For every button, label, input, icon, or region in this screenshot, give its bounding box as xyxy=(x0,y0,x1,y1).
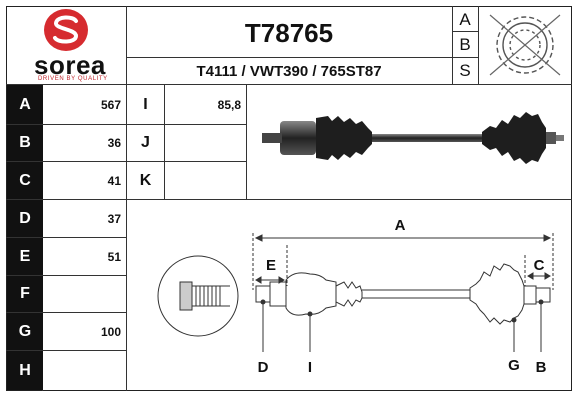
abs-letter-s: S xyxy=(459,61,471,80)
spec-value-d: 37 xyxy=(107,211,121,226)
spec-label-f: F xyxy=(7,276,43,312)
drive-shaft-photo xyxy=(262,112,564,164)
spec-label-k: K xyxy=(139,171,152,189)
spec-value-b: 36 xyxy=(107,136,121,150)
no-abs-ring-icon xyxy=(489,14,561,76)
spec-value-a: 567 xyxy=(100,97,121,112)
spec-label-e: E xyxy=(7,238,43,275)
part-number: T78765 xyxy=(244,18,334,48)
spec-label-g: G xyxy=(7,313,43,350)
brand-name: sorea xyxy=(34,50,106,80)
spec-value-j xyxy=(165,125,246,161)
spec-label-d: D xyxy=(7,200,43,237)
spec-value-f xyxy=(43,276,126,312)
drive-shaft-diagram: A E C D I G B xyxy=(157,217,554,376)
spec-value-i: 85,8 xyxy=(217,97,241,112)
diagram-label-a: A xyxy=(395,217,406,234)
spec-sheet xyxy=(6,6,572,391)
cross-references: T4111 / VWT390 / 765ST87 xyxy=(196,63,382,80)
brand-logo: sorea DRIVEN BY QUALITY xyxy=(6,6,126,84)
spec-value-c: 41 xyxy=(107,173,121,188)
spec-value-k xyxy=(165,162,246,199)
spec-label-c: C xyxy=(7,162,43,199)
abs-letter-b: B xyxy=(459,35,471,54)
brand-tagline: DRIVEN BY QUALITY xyxy=(38,76,108,82)
spec-label-j: J xyxy=(141,134,150,151)
spec-label-i: I xyxy=(143,95,148,113)
sorea-logo-icon xyxy=(44,9,88,51)
diagram-label-i: I xyxy=(308,359,312,376)
spec-label-b: B xyxy=(7,125,43,161)
diagram-label-c: C xyxy=(534,257,545,274)
diagram-label-d: D xyxy=(258,359,269,376)
diagram-label-e: E xyxy=(266,257,276,274)
diagram-label-b: B xyxy=(536,359,547,376)
diagram-label-g: G xyxy=(508,357,520,374)
spec-value-h xyxy=(43,351,126,390)
abs-letter-a: A xyxy=(459,10,471,29)
spec-label-a: A xyxy=(7,85,43,124)
spec-value-g: 100 xyxy=(100,324,121,339)
spec-value-e: 51 xyxy=(107,249,121,264)
spec-label-h: H xyxy=(7,351,43,390)
